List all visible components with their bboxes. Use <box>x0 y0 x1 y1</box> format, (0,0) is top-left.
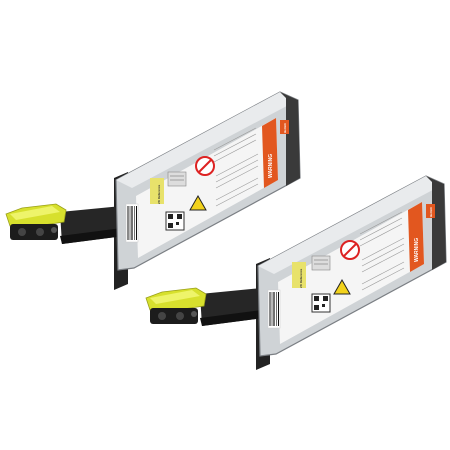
barcode <box>267 289 281 329</box>
label-text-lines <box>213 127 259 207</box>
model-tag: ZK Reference <box>150 178 164 204</box>
warning-stripe <box>262 118 278 188</box>
housing-top-edge <box>258 176 444 274</box>
arm-shading <box>200 310 264 326</box>
warning-stripe <box>408 202 424 272</box>
housing-end-cap <box>280 92 300 186</box>
brand-badge-text: Hettich <box>283 123 287 133</box>
prohibition-icon <box>195 156 215 176</box>
hinge-cluster <box>10 224 58 240</box>
qr-code <box>311 293 331 313</box>
hazard-icon <box>333 278 351 295</box>
hazard-icon <box>189 194 207 211</box>
brand-badge-text: Hettich <box>429 207 433 217</box>
housing-end-cap <box>426 176 446 270</box>
brand-badge <box>426 204 435 218</box>
lift-mechanism-unit-1: WARNING Hettich ZK Reference <box>5 91 301 290</box>
arm-shading <box>60 228 124 244</box>
label-text-lines <box>359 211 405 291</box>
warning-text: WARNING <box>414 238 420 262</box>
instruction-diagram <box>311 255 331 271</box>
lever-highlight <box>10 206 60 220</box>
hinge-cluster <box>150 308 198 324</box>
model-tag-text: ZK Reference <box>299 268 303 288</box>
lift-mechanism-unit-2: WARNING Hettich ZK Reference <box>145 175 447 370</box>
model-tag-text: ZK Reference <box>157 184 161 204</box>
barcode <box>125 203 139 243</box>
housing-top-edge <box>116 92 298 188</box>
prohibition-icon <box>340 240 360 260</box>
instruction-diagram <box>167 171 187 187</box>
model-tag: ZK Reference <box>292 262 306 288</box>
warning-text: WARNING <box>268 154 274 178</box>
lever-highlight <box>150 290 200 304</box>
qr-code <box>165 211 185 231</box>
brand-badge <box>280 120 289 134</box>
